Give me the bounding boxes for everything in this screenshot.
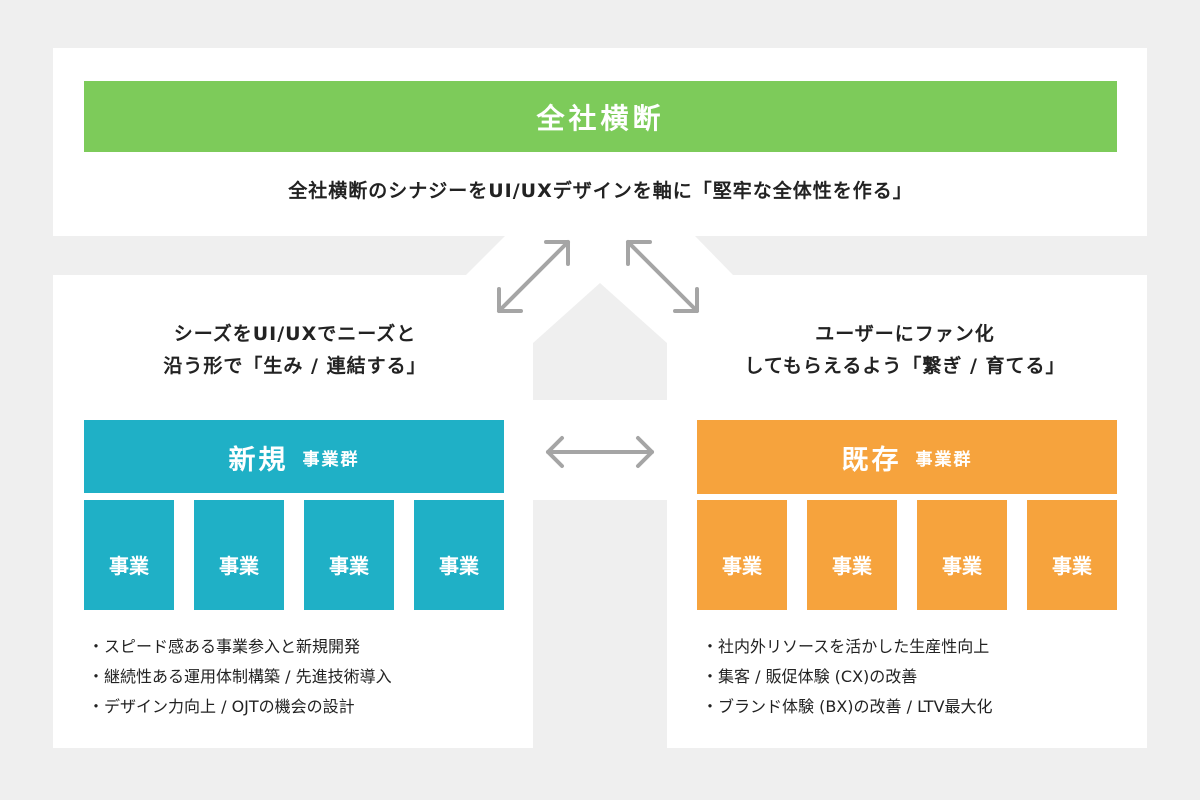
double-arrow-horizontal [546,436,654,468]
double-arrow-left-diagonal [497,240,570,313]
left-caption: シーズをUI/UXでニーズと 沿う形で「生み / 連結する」 [70,318,520,382]
bullet-item: 継続性ある運用体制構築 / 先進技術導入 [88,662,508,692]
top-banner: 全社横断 [84,81,1117,152]
right-caption-line: ユーザーにファン化 [815,323,995,345]
business-box: 事業 [414,518,504,610]
new-business-subtitle: 事業群 [302,449,360,470]
double-arrow-right-diagonal [626,240,699,313]
bullet-item: スピード感ある事業参入と新規開発 [88,632,508,662]
left-caption-line: 沿う形で「生み / 連結する」 [163,355,427,377]
new-business-header: 新規 事業群 [84,420,504,494]
bullet-item: 社内外リソースを活かした生産性向上 [702,632,1122,662]
existing-business-group: 既存 事業群 事業 事業 事業 事業 [697,420,1117,610]
existing-business-row: 事業 事業 事業 事業 [697,518,1117,610]
left-panel [53,236,1147,748]
business-box: 事業 [194,518,284,610]
top-caption: 全社横断のシナジーをUI/UXデザインを軸に「堅牢な全体性を作る」 [288,180,913,202]
existing-business-title: 既存 [841,444,902,476]
bullet-item: デザイン力向上 / OJTの機会の設計 [88,692,508,722]
new-business-title: 新規 [228,444,289,476]
business-box: 事業 [807,518,897,610]
business-box: 事業 [304,518,394,610]
right-caption: ユーザーにファン化 してもらえるよう「繋ぎ / 育てる」 [680,318,1130,382]
new-business-group: 新規 事業群 事業 事業 事業 事業 [84,420,504,610]
new-business-bullets: スピード感ある事業参入と新規開発 継続性ある運用体制構築 / 先進技術導入 デザ… [88,632,508,722]
left-caption-line: シーズをUI/UXでニーズと [173,323,417,345]
right-caption-line: してもらえるよう「繋ぎ / 育てる」 [744,355,1066,377]
bullet-item: ブランド体験 (BX)の改善 / LTV最大化 [702,692,1122,722]
business-box: 事業 [1027,518,1117,610]
business-box: 事業 [697,518,787,610]
business-box: 事業 [917,518,1007,610]
existing-business-bullets: 社内外リソースを活かした生産性向上 集客 / 販促体験 (CX)の改善 ブランド… [702,632,1122,722]
bullet-item: 集客 / 販促体験 (CX)の改善 [702,662,1122,692]
new-business-row: 事業 事業 事業 事業 [84,518,504,610]
existing-business-subtitle: 事業群 [915,449,973,470]
business-box: 事業 [84,518,174,610]
house-notch [533,283,667,400]
existing-business-header: 既存 事業群 [697,420,1117,494]
